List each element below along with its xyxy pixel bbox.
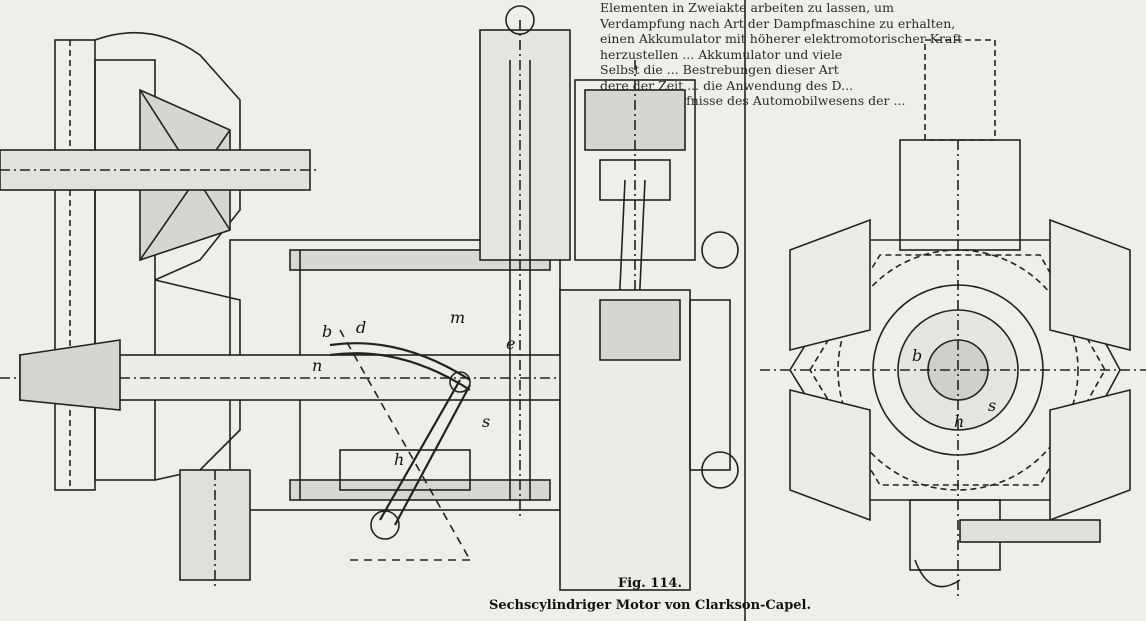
figure-title: Sechscylindriger Motor von Clarkson-Cape…: [488, 598, 812, 613]
part-label-m: m: [450, 308, 466, 327]
crank-block: [559, 0, 746, 621]
bottom-bracket: [179, 449, 471, 590]
clutch-housing: [54, 31, 241, 491]
text-line: Selbst die ... Bestrebungen dieser Art: [600, 62, 839, 77]
text-line: dere der Zeit ... die Anwendung des D...: [600, 77, 854, 93]
part-label-s: s: [482, 412, 491, 431]
part-label-e: e: [506, 334, 516, 353]
part-label-b: b: [322, 322, 333, 341]
text-line: herzustellen ... Akkumulator und viele: [600, 46, 843, 62]
swash-lever: [329, 329, 471, 561]
part-label-h: h: [394, 450, 405, 469]
part-label-s-end: s: [988, 396, 997, 415]
part-label-b-end: b: [912, 346, 923, 365]
main-shaft: [0, 339, 590, 411]
part-label-h-end: h: [954, 412, 965, 431]
figure-number: Fig. 114.: [618, 576, 682, 591]
text-line: Verdampfung nach Art der Dampfmaschine z…: [600, 15, 956, 31]
upper-shaft: [0, 149, 320, 191]
part-label-d: d: [356, 318, 367, 337]
end-view: [760, 39, 1146, 600]
text-line: Elementen in Zweiakte arbeiten zu lassen…: [600, 0, 894, 15]
part-label-n: n: [312, 356, 323, 375]
cylinder: [479, 5, 696, 520]
text-line: einen Akkumulator mit höherer elektromot…: [600, 31, 963, 46]
